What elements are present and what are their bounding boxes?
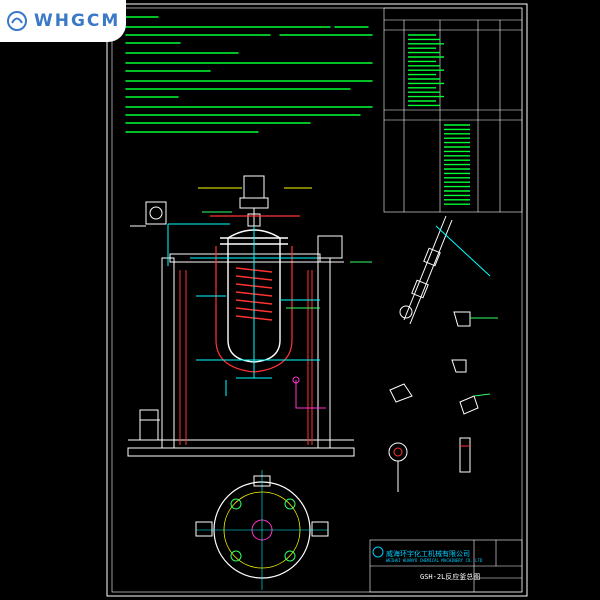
pressure-gauge-assembly: [130, 201, 167, 227]
support-columns-red: [179, 270, 313, 445]
cyan-piping: [167, 223, 340, 396]
right-flange-box: [288, 235, 344, 263]
support-frame: [127, 253, 355, 457]
parameter-table: [383, 7, 523, 213]
title-block: [369, 539, 523, 593]
company-emblem: [372, 546, 384, 558]
top-plan-view: [195, 470, 329, 590]
detail-valve-accents: [470, 317, 498, 397]
company-name-en: WEIHAI HUANYU CHEMICAL MACHINERY CO.,LTD: [386, 558, 483, 563]
drawing-inner-frame: [111, 7, 523, 593]
logo-text: WHGCM: [34, 11, 121, 31]
magenta-drain-line: [292, 376, 326, 409]
instrument-lines: [198, 187, 372, 309]
technical-notes: [125, 16, 373, 133]
drawing-outer-frame: [106, 3, 528, 597]
sampling-valve-assembly: [399, 215, 491, 325]
logo-mark-icon: [7, 11, 27, 31]
parameter-table-rows: [408, 34, 470, 205]
agitator-shaft: [236, 226, 272, 379]
company-name: 威海环宇化工机械有限公司: [386, 550, 470, 558]
drive-motor: [239, 175, 269, 227]
drawing-title: GSH-2L反应釜总图: [420, 573, 481, 581]
detail-valve-views: [388, 311, 479, 492]
detail-valve-accents-red: [393, 445, 470, 457]
company-logo: WHGCM: [0, 0, 126, 42]
